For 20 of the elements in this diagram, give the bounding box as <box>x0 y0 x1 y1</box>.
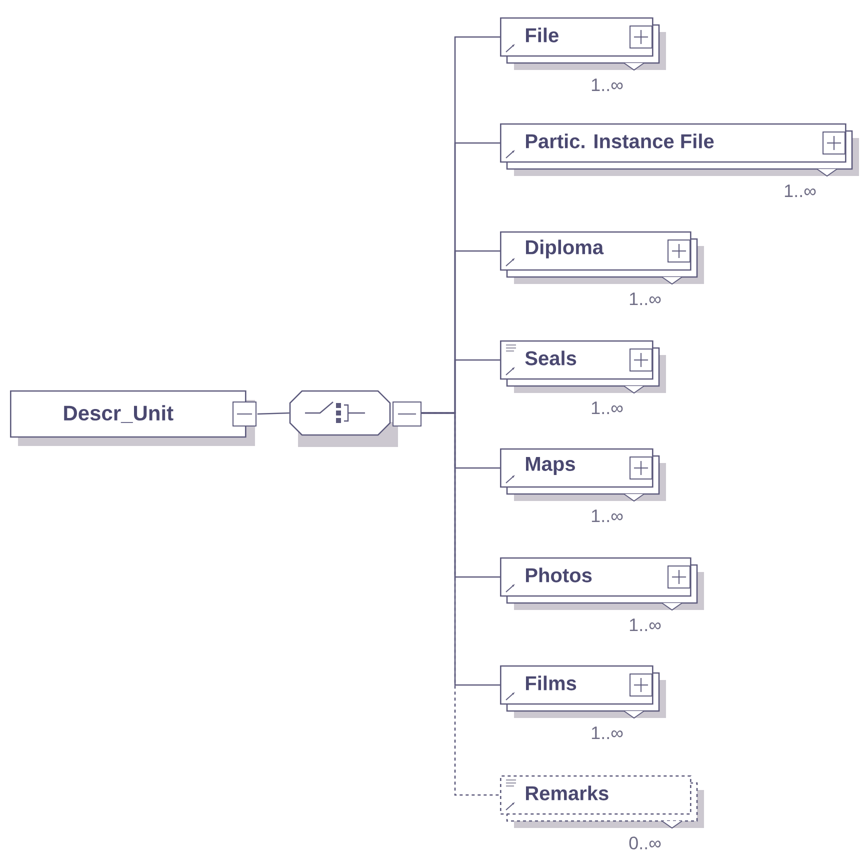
multiplicity-label: 1..∞ <box>592 510 623 522</box>
element-box: Partic. Instance File <box>500 123 860 177</box>
element-box: Maps <box>500 448 666 502</box>
element-box: Remarks <box>500 775 704 829</box>
multiplicity-label: 1..∞ <box>592 78 623 92</box>
multiplicity-label: 1..∞ <box>592 726 623 740</box>
element-box: Diploma <box>500 231 704 285</box>
element-box: File <box>500 17 666 71</box>
multiplicity-label: 1..∞ <box>592 402 623 414</box>
element-box: Seals <box>500 340 666 394</box>
element-box: Photos <box>500 557 704 611</box>
element-box: Films <box>500 665 666 719</box>
connector-line <box>422 412 500 796</box>
multiplicity-label: 1..∞ <box>630 618 661 632</box>
connector-line <box>257 412 290 415</box>
element-box: Descr_Unit <box>10 390 255 446</box>
connector-line <box>422 412 500 686</box>
multiplicity-label: 1..∞ <box>630 292 661 306</box>
multiplicity-label: 1..∞ <box>784 184 816 198</box>
multiplicity-label: 0..∞ <box>629 836 661 850</box>
